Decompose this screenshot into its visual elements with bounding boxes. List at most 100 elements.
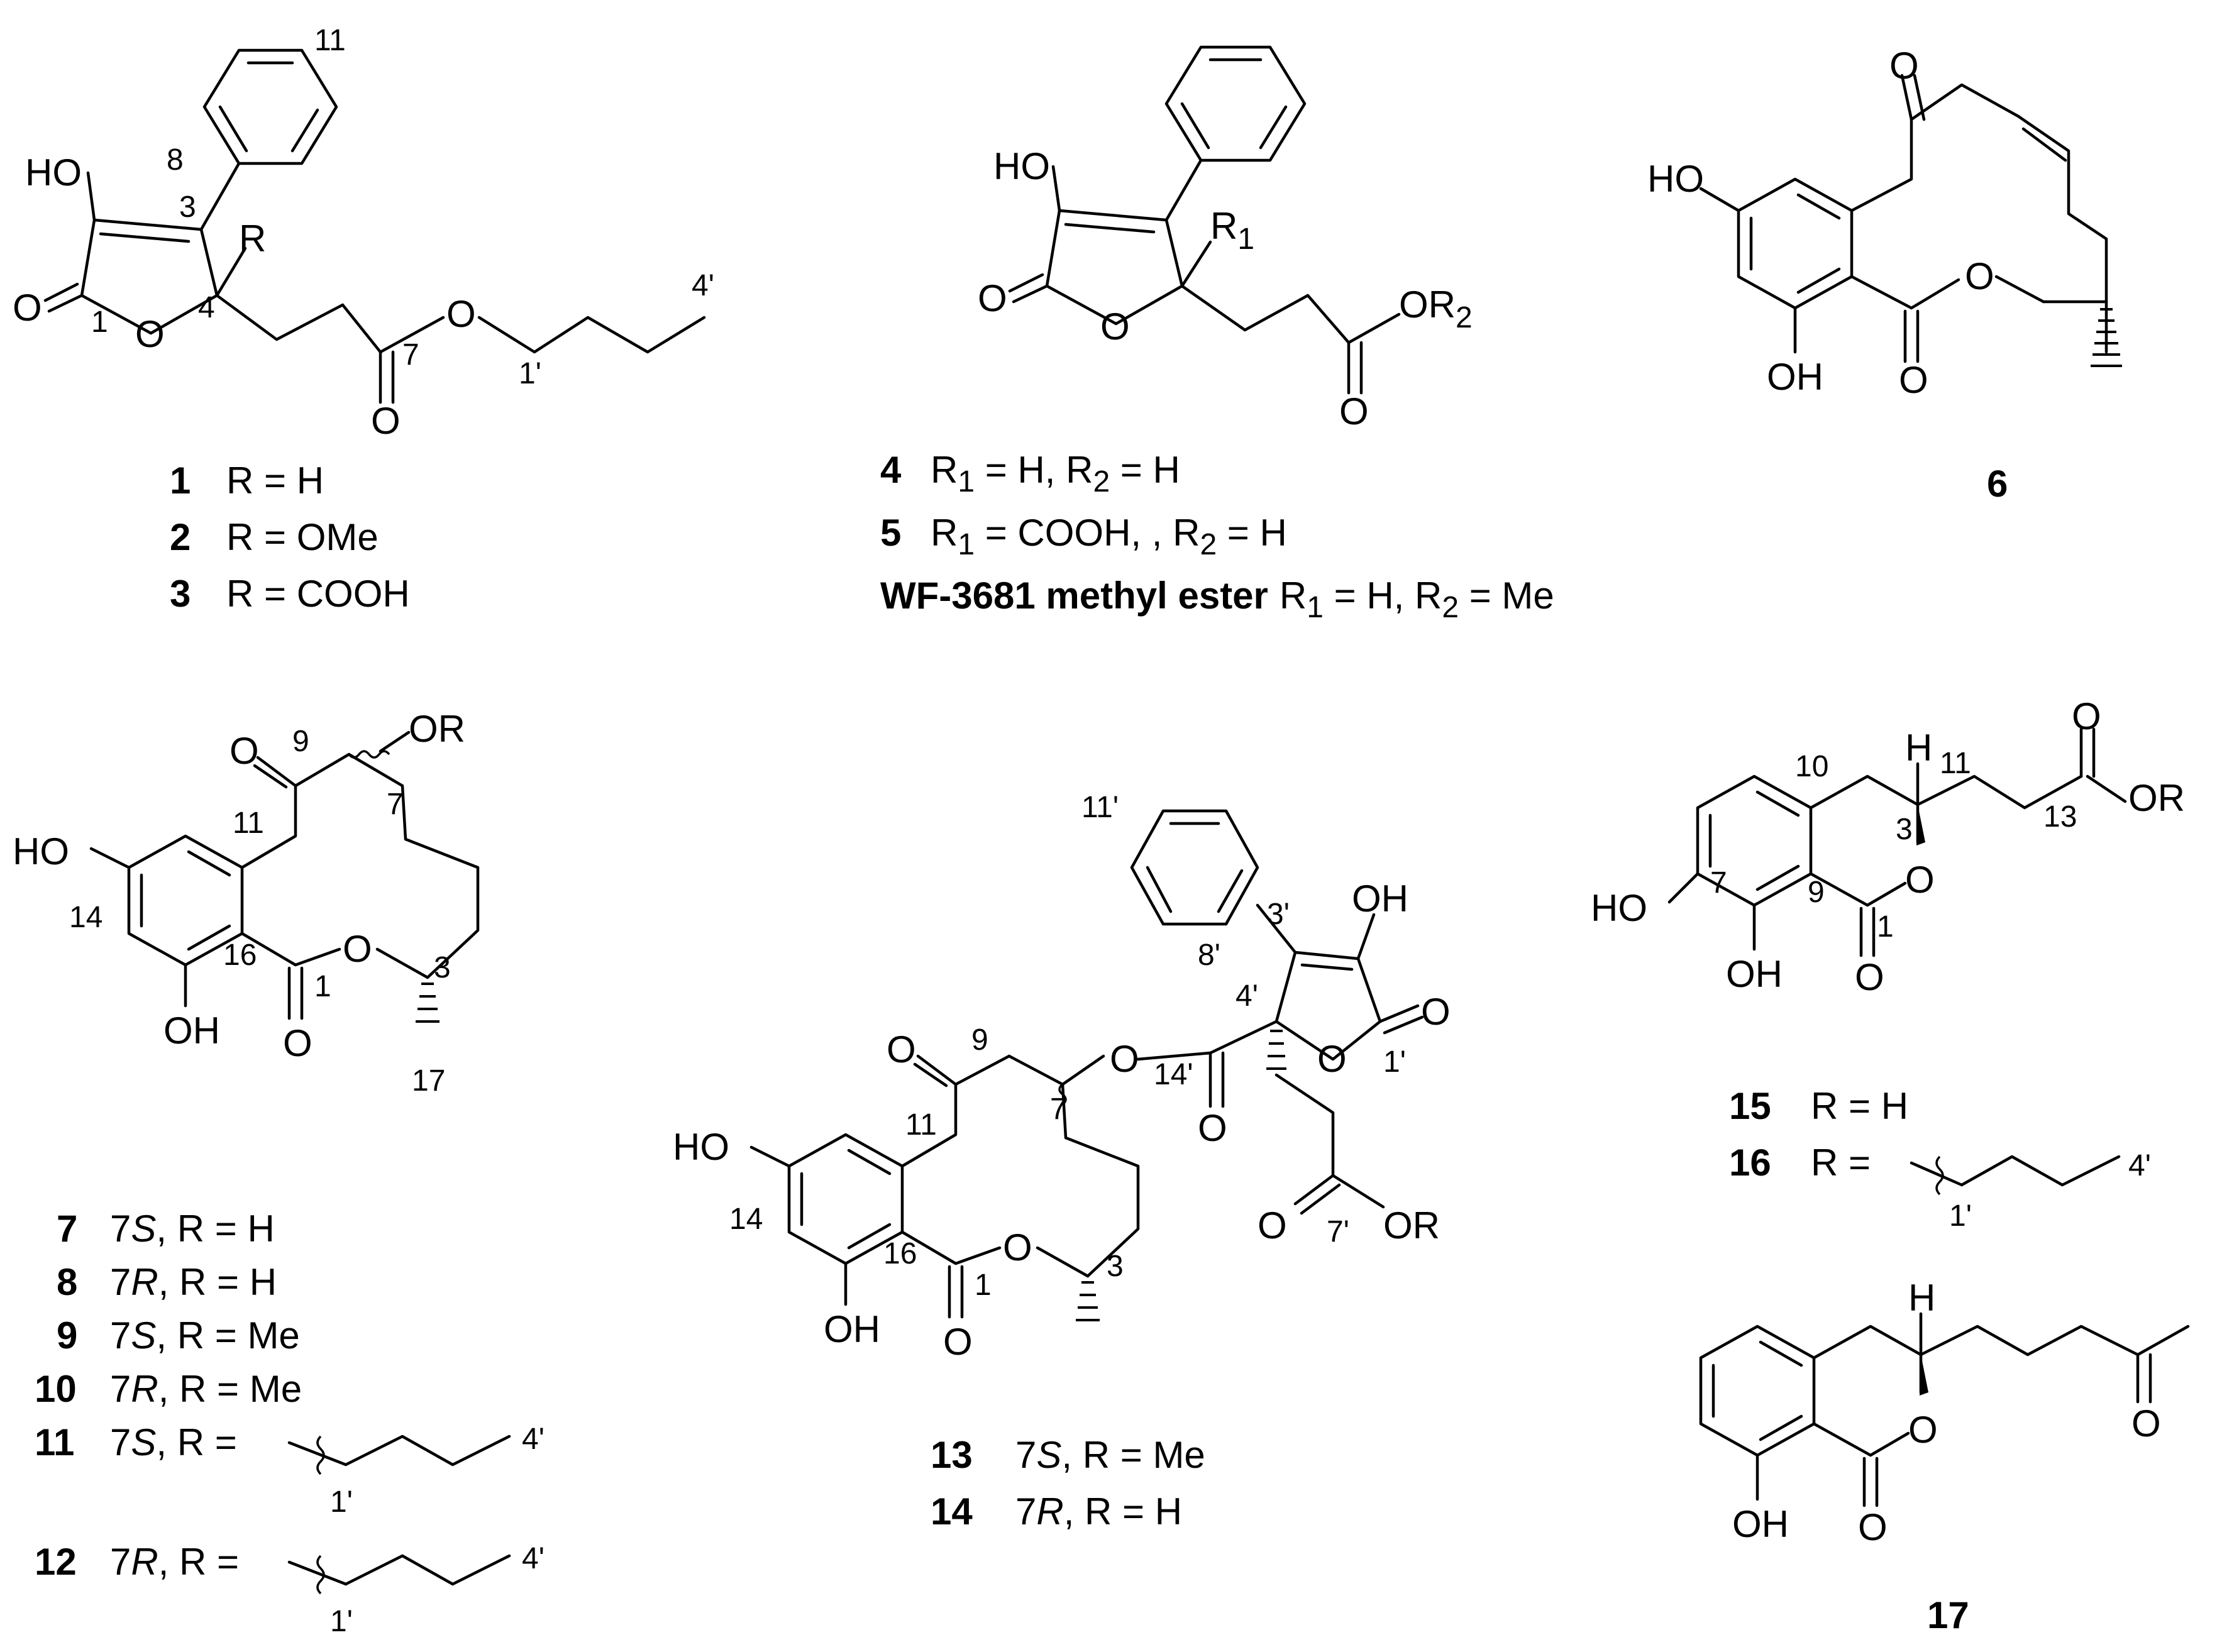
- svg-text:3R = COOH: 3R = COOH: [170, 573, 410, 615]
- num-7: 7: [1710, 866, 1727, 900]
- num-9: 9: [292, 725, 309, 758]
- atom-o: O: [1100, 306, 1130, 348]
- num-1: 1: [314, 970, 331, 1003]
- num-7: 7: [387, 788, 404, 821]
- compound-number: 2: [170, 516, 191, 558]
- num-11: 11: [233, 807, 264, 840]
- atom-ho: HO: [1591, 887, 1647, 929]
- atom-o: O: [1908, 1409, 1938, 1451]
- num-3: 3: [1896, 813, 1913, 846]
- svg-text:2R = OMe: 2 R = OMe: [170, 516, 379, 558]
- num-1-prime: 1': [519, 357, 541, 390]
- atom-h: H: [1905, 727, 1932, 769]
- num-1: 1: [91, 306, 108, 339]
- num-1-prime: 1': [330, 1605, 353, 1638]
- atom-ho: HO: [25, 151, 82, 194]
- num-8-prime: 8': [1198, 939, 1220, 972]
- hash-bond: [1266, 1030, 1286, 1070]
- compound-number: 5: [880, 512, 901, 554]
- svg-text:1R = H: 1 R = H: [170, 460, 324, 502]
- atom-o: O: [1317, 1038, 1347, 1080]
- atom-o: O: [978, 277, 1007, 319]
- num-1: 1: [1877, 910, 1894, 944]
- num-11-prime: 11': [1081, 791, 1119, 824]
- atom-oh: OH: [1352, 878, 1408, 920]
- atom-ho: HO: [993, 145, 1050, 187]
- num-16: 16: [883, 1237, 917, 1270]
- num-14-prime: 14': [1154, 1058, 1193, 1091]
- atom-o: O: [135, 313, 165, 355]
- num-1-prime: 1': [1949, 1199, 1972, 1233]
- substituent: R = H: [226, 460, 324, 502]
- compound-number: 17: [1927, 1594, 1969, 1636]
- atom-o: O: [943, 1321, 973, 1363]
- num-7: 7: [402, 338, 419, 372]
- atom-oh: OH: [163, 1010, 220, 1052]
- atom-o: O: [371, 400, 401, 442]
- hash-bond: [2091, 308, 2122, 367]
- structure-13-14: HO OH O O O O O O O OH O OR 9 7 11 14 16…: [673, 791, 1451, 1363]
- hash-bond: [416, 983, 440, 1023]
- structure-15-16: HO OH O O H O OR 10 11 3 13 7 9 1: [1591, 695, 2185, 998]
- num-4-prime: 4': [522, 1542, 545, 1575]
- num-11: 11: [314, 24, 346, 57]
- compound-number: 6: [1987, 463, 2008, 505]
- atom-o: O: [1339, 390, 1369, 432]
- atom-o: O: [887, 1028, 916, 1071]
- structure-4-5: HO O O R1 O OR2: [978, 45, 1473, 432]
- atom-o: O: [13, 287, 42, 329]
- num-10: 10: [1795, 750, 1828, 783]
- num-11: 11: [905, 1108, 937, 1142]
- atom-r: R: [239, 218, 266, 260]
- num-4-prime: 4': [1236, 979, 1258, 1013]
- atom-o: O: [1258, 1204, 1287, 1247]
- num-1: 1: [975, 1269, 992, 1302]
- atom-oh: OH: [824, 1308, 880, 1350]
- atom-o: O: [229, 730, 259, 772]
- num-7: 7: [1050, 1093, 1067, 1126]
- num-13: 13: [2043, 800, 2077, 834]
- num-9: 9: [971, 1023, 988, 1057]
- structure-1-3: HO O O R O O 11 8 3 1 4 7 1' 4': [13, 24, 714, 442]
- num-3-prime: 3': [1267, 898, 1290, 931]
- num-1-prime: 1': [330, 1485, 353, 1519]
- atom-or: OR: [409, 708, 465, 750]
- atom-o: O: [1905, 859, 1935, 901]
- compound-number: 1: [170, 460, 191, 502]
- atom-o: O: [1855, 956, 1884, 998]
- atom-o: O: [343, 928, 372, 970]
- atom-h: H: [1908, 1277, 1935, 1319]
- num-4-prime: 4': [2128, 1149, 2151, 1182]
- atom-or: OR: [2128, 777, 2185, 819]
- num-4-prime: 4': [522, 1423, 545, 1456]
- structure-7-12: HO OH O O O OR 9 7 11 14 16 1 3 17: [13, 708, 480, 1098]
- atom-o: O: [1110, 1038, 1139, 1080]
- atom-o: O: [1889, 45, 1919, 87]
- svg-text:16R =: 16R =: [1729, 1142, 1871, 1184]
- compound-name: WF-3681 methyl ester: [880, 575, 1268, 617]
- hash-bond: [1076, 1281, 1100, 1321]
- num-4: 4: [198, 291, 215, 324]
- compound-number: 4: [880, 449, 902, 491]
- atom-o: O: [1899, 359, 1928, 401]
- atom-o: O: [1421, 991, 1451, 1033]
- structure-6: HO OH O O O 6: [1647, 45, 2122, 505]
- atom-ho: HO: [1647, 158, 1704, 200]
- svg-text:5R1 = COOH, , R2 = H: 5R1 = COOH, , R2 = H: [880, 512, 1287, 561]
- num-3: 3: [434, 951, 451, 984]
- atom-ho: HO: [13, 830, 69, 873]
- num-4-prime: 4': [692, 269, 714, 302]
- structure-17: OH O O H O 17: [1699, 1277, 2190, 1636]
- substituent: R = OMe: [226, 516, 379, 558]
- num-17: 17: [412, 1064, 445, 1098]
- svg-text:97S, R = Me: 97S, R = Me: [57, 1314, 300, 1357]
- svg-text:4R1 = H, R2 = H: 4R1 = H, R2 = H: [880, 449, 1180, 498]
- svg-text:77S, R = H: 77S, R = H: [57, 1208, 275, 1250]
- svg-text:87R, R = H: 87R, R = H: [57, 1261, 277, 1303]
